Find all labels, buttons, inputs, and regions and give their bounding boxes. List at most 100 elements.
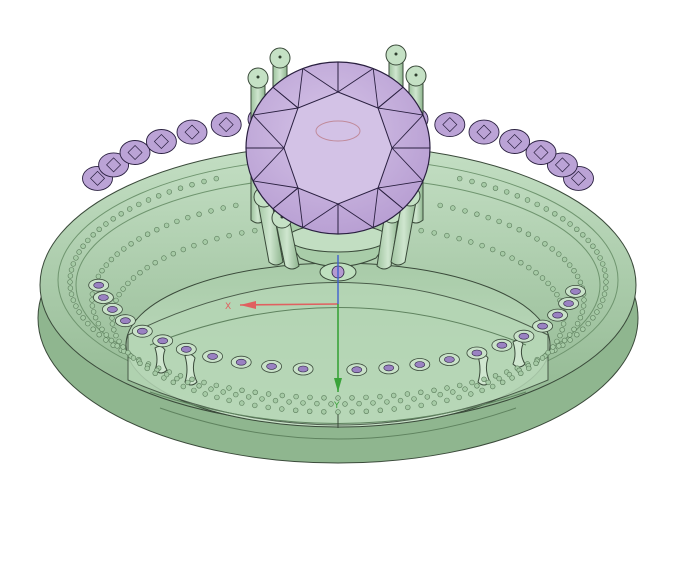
bezel-gem[interactable]: [261, 359, 283, 373]
milgrain-bead: [208, 208, 214, 214]
bezel-gem[interactable]: [131, 324, 153, 338]
milgrain-bead: [496, 375, 502, 382]
side-stone[interactable]: [525, 140, 557, 165]
bezel-gem[interactable]: [547, 308, 568, 322]
milgrain-bead: [109, 315, 115, 321]
milgrain-bead: [581, 297, 587, 303]
milgrain-bead: [518, 260, 524, 266]
side-stone[interactable]: [119, 140, 151, 165]
milgrain-bead: [504, 189, 510, 195]
milgrain-bead: [496, 218, 502, 225]
side-stone[interactable]: [434, 112, 466, 138]
bezel-gem[interactable]: [558, 297, 579, 310]
milgrain-bead: [534, 236, 540, 242]
milgrain-bead: [474, 383, 480, 389]
milgrain-bead: [444, 232, 450, 239]
bezel-gem[interactable]: [346, 363, 368, 377]
milgrain-bead: [201, 379, 207, 386]
bezel-gem[interactable]: [409, 358, 431, 371]
side-stone[interactable]: [468, 119, 500, 145]
milgrain-bead: [286, 399, 292, 405]
milgrain-bead: [457, 382, 463, 389]
bezel-gem[interactable]: [438, 353, 460, 366]
milgrain-bead: [113, 332, 119, 339]
milgrain-bead: [490, 383, 496, 390]
milgrain-bead: [95, 320, 102, 327]
milgrain-bead: [404, 391, 411, 397]
milgrain-bead: [103, 221, 109, 227]
milgrain-bead: [561, 256, 568, 263]
milgrain-bead: [128, 241, 134, 247]
milgrain-bead: [335, 395, 341, 401]
bezel-gem[interactable]: [292, 362, 314, 376]
milgrain-bead: [73, 255, 79, 261]
bezel-gem[interactable]: [378, 361, 400, 375]
side-stone[interactable]: [145, 129, 177, 154]
milgrain-bead: [549, 246, 555, 252]
milgrain-bead: [481, 182, 487, 188]
bezel-gem[interactable]: [565, 284, 586, 298]
milgrain-bead: [411, 396, 417, 402]
milgrain-bead: [377, 407, 383, 413]
milgrain-bead: [110, 216, 116, 222]
bezel-gem[interactable]: [115, 314, 136, 328]
milgrain-bead: [114, 251, 120, 257]
milgrain-bead: [76, 249, 82, 255]
milgrain-bead: [314, 400, 320, 407]
milgrain-bead: [571, 268, 577, 274]
center-stone-table: [283, 91, 393, 205]
milgrain-bead: [557, 332, 563, 339]
side-stone[interactable]: [176, 119, 208, 145]
milgrain-bead: [539, 355, 546, 361]
milgrain-bead: [125, 280, 131, 287]
milgrain-bead: [574, 332, 580, 338]
milgrain-bead: [456, 235, 462, 242]
milgrain-bead: [567, 337, 573, 343]
milgrain-bead: [377, 393, 383, 400]
milgrain-bead: [363, 394, 369, 401]
milgrain-bead: [279, 392, 285, 399]
bezel-gem[interactable]: [202, 349, 224, 363]
bezel-gem[interactable]: [532, 319, 553, 333]
bezel-gem[interactable]: [102, 302, 123, 316]
milgrain-bead: [293, 407, 299, 413]
bezel-gem[interactable]: [466, 346, 488, 360]
side-stone[interactable]: [210, 112, 242, 138]
bezel-gem[interactable]: [88, 278, 110, 292]
milgrain-bead: [479, 242, 485, 249]
side-stone[interactable]: [98, 152, 130, 178]
milgrain-bead: [577, 315, 584, 321]
bezel-gem[interactable]: [93, 291, 114, 304]
milgrain-bead: [468, 391, 474, 397]
bezel-gem[interactable]: [491, 338, 513, 352]
side-stone[interactable]: [546, 152, 578, 178]
bezel-gem[interactable]: [152, 334, 174, 348]
milgrain-bead: [161, 375, 167, 381]
milgrain-bead: [397, 397, 404, 404]
milgrain-bead: [500, 251, 506, 257]
milgrain-bead: [144, 231, 151, 237]
bezel-gem[interactable]: [513, 329, 535, 343]
milgrain-bead: [70, 297, 77, 303]
milgrain-bead: [120, 286, 126, 292]
milgrain-bead: [518, 370, 524, 376]
milgrain-bead: [80, 243, 86, 249]
bezel-gem[interactable]: [175, 342, 197, 356]
milgrain-bead: [431, 387, 437, 393]
milgrain-bead: [391, 392, 397, 399]
milgrain-bead: [566, 332, 573, 338]
milgrain-bead: [485, 379, 491, 386]
milgrain-bead: [601, 291, 608, 297]
milgrain-bead: [67, 273, 74, 279]
bezel-gem[interactable]: [230, 355, 252, 369]
milgrain-bead: [601, 267, 608, 273]
milgrain-bead: [457, 175, 463, 182]
side-stone[interactable]: [499, 129, 531, 154]
milgrain-bead: [450, 389, 456, 395]
bezel-gem-row[interactable]: [88, 278, 586, 377]
milgrain-bead: [196, 211, 202, 217]
milgrain-bead: [492, 373, 499, 379]
center-stone[interactable]: [245, 61, 431, 235]
milgrain-bead: [111, 327, 117, 333]
